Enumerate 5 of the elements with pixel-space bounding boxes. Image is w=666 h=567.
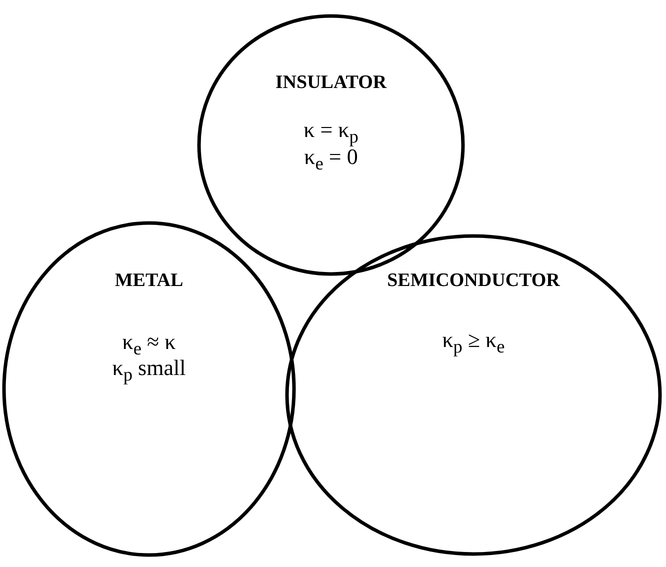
heading: INSULATOR — [275, 72, 387, 94]
formula: κ$_{p}$ ≥ κ$_{e}$ — [442, 327, 505, 358]
heading: METAL — [114, 270, 184, 292]
formula: κ = κ$_{p}$ — [304, 117, 358, 148]
heading: SEMICONDUCTOR — [387, 270, 560, 292]
